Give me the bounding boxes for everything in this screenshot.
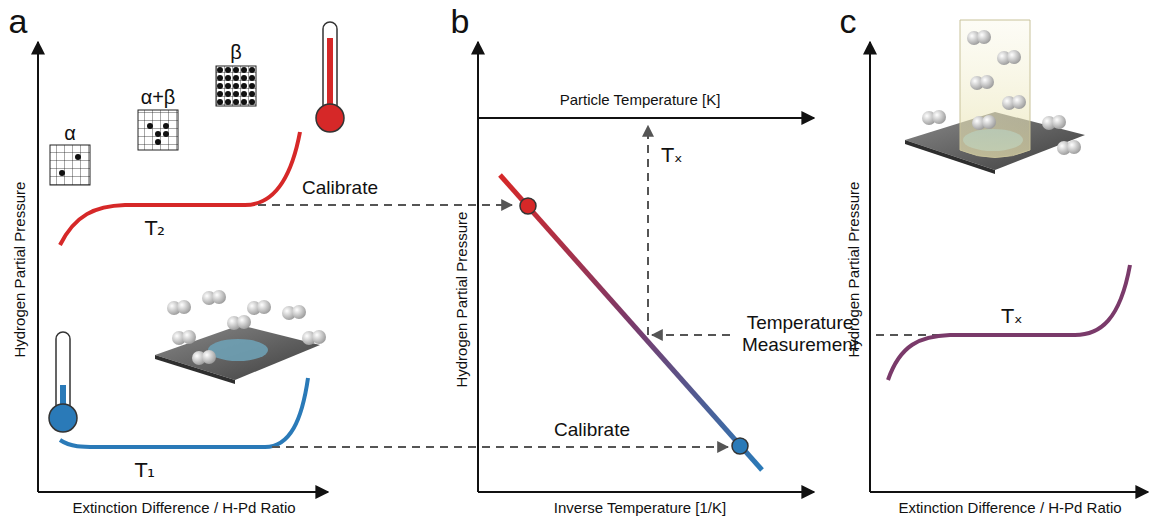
panel-letter: c <box>840 2 857 41</box>
hydrogen-atom <box>249 91 255 97</box>
panel-letter: b <box>451 2 470 41</box>
phase-label: α <box>64 122 76 145</box>
hydrogen-atom <box>241 67 247 73</box>
axis-label: Extinction Difference / H-Pd Ratio <box>72 499 295 516</box>
hydrogen-atom <box>233 91 239 97</box>
hydrogen-atom <box>241 75 247 81</box>
axis-label: Hydrogen Partial Pressure <box>11 182 28 358</box>
hydrogen-atom <box>225 99 231 105</box>
hydrogen-atom <box>225 91 231 97</box>
temperature-label: Tₓ <box>1001 305 1022 328</box>
hydrogen-atom <box>241 83 247 89</box>
panel-letter: a <box>9 2 28 41</box>
temperature-label: T₁ <box>135 459 155 482</box>
hydrogen-atom <box>249 67 255 73</box>
hydrogen-atom <box>225 83 231 89</box>
axis-label: Particle Temperature [K] <box>560 91 721 108</box>
hydrogen-atom <box>217 99 223 105</box>
hydrogen-atom <box>233 75 239 81</box>
temperature-label: T₂ <box>145 217 165 240</box>
axis-label: Extinction Difference / H-Pd Ratio <box>898 499 1121 516</box>
axis-label: Hydrogen Partial Pressure <box>453 212 470 388</box>
hydrogen-atom <box>233 99 239 105</box>
hydrogen-atom <box>217 91 223 97</box>
hydrogen-atom <box>233 83 239 89</box>
hydrogen-atom <box>233 67 239 73</box>
arrow-label: Calibrate <box>302 177 378 199</box>
hydrogen-atom <box>249 75 255 81</box>
temperature-label: Tₓ <box>661 144 682 167</box>
axis-label: Hydrogen Partial Pressure <box>845 182 862 358</box>
hydrogen-atom <box>249 99 255 105</box>
hydrogen-atom <box>241 99 247 105</box>
hydrogen-atom <box>217 75 223 81</box>
arrow-label: Calibrate <box>554 419 630 441</box>
phase-label: α+β <box>141 86 176 109</box>
hydrogen-atom <box>217 67 223 73</box>
hydrogen-atom <box>249 83 255 89</box>
hydrogen-atom <box>241 91 247 97</box>
axis-label: Inverse Temperature [1/K] <box>554 499 726 516</box>
hydrogen-atom <box>217 83 223 89</box>
hydrogen-atom <box>225 75 231 81</box>
hydrogen-atom <box>225 67 231 73</box>
phase-label: β <box>230 41 242 64</box>
